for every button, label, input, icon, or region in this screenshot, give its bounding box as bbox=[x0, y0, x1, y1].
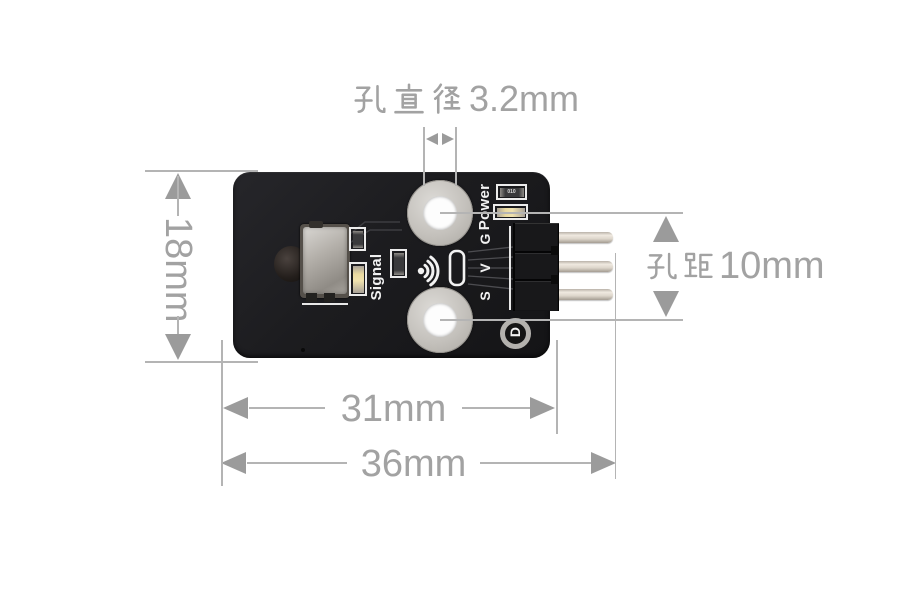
brand-logo-letter: D bbox=[507, 326, 523, 337]
dim-extension-line bbox=[614, 253, 617, 479]
arrowhead-left-icon bbox=[221, 451, 246, 474]
dim-extension-line bbox=[145, 361, 258, 363]
cjk-kong-icon bbox=[354, 84, 386, 114]
dim-total-width-value: 36mm bbox=[360, 443, 467, 485]
ir-receiver-tab bbox=[309, 221, 323, 228]
cjk-ju-icon bbox=[684, 252, 713, 278]
dim-hole-spacing-value: 10mm bbox=[719, 245, 825, 287]
ir-receiver-can bbox=[303, 227, 347, 294]
pin-label-v: V bbox=[477, 263, 493, 273]
dim-extension-line bbox=[440, 319, 683, 321]
arrowhead-down-icon bbox=[164, 334, 191, 360]
dim-board-height-value: 18mm bbox=[157, 217, 199, 323]
arrowhead-down-icon bbox=[652, 291, 679, 317]
trace-fan bbox=[467, 246, 514, 290]
dim-hole-spacing-label: 10mm bbox=[645, 247, 825, 285]
dim-hole-diameter-value: 3.2mm bbox=[469, 78, 580, 119]
arrowhead-left-icon bbox=[223, 396, 248, 419]
pin-label-s: S bbox=[477, 291, 493, 301]
dim-extension-line bbox=[455, 127, 457, 186]
pin-label-g: G bbox=[477, 233, 493, 245]
pin-header bbox=[513, 223, 559, 311]
header-silkscreen-line bbox=[509, 226, 511, 310]
arrowhead-right-icon bbox=[591, 451, 616, 474]
dim-line-segment bbox=[480, 462, 591, 464]
ir-wave-icon bbox=[417, 249, 466, 287]
dim-extension-line bbox=[440, 212, 683, 214]
arrowhead-right-icon bbox=[442, 133, 454, 145]
power-label: Power bbox=[476, 183, 493, 231]
dim-line-segment bbox=[249, 407, 325, 409]
smd-resistor bbox=[390, 249, 407, 278]
ir-receiver-silkscreen bbox=[302, 303, 348, 305]
pin-g bbox=[545, 232, 613, 243]
dim-extension-line bbox=[145, 170, 258, 172]
pin-s bbox=[545, 289, 613, 300]
smd-led-signal bbox=[349, 262, 367, 296]
dim-extension-line bbox=[221, 340, 223, 486]
brand-logo: D bbox=[499, 317, 531, 349]
cjk-jing-icon bbox=[433, 83, 461, 114]
dim-extension-line bbox=[423, 127, 425, 186]
dim-hole-diameter-label: 3.2mm bbox=[352, 79, 579, 119]
dim-line-segment bbox=[177, 176, 179, 216]
smd-led-power bbox=[493, 204, 528, 220]
smd-resistor-power: 010 bbox=[496, 184, 527, 200]
signal-label: Signal bbox=[368, 253, 385, 301]
resistor-marking: 010 bbox=[499, 187, 524, 197]
dim-pcb-width-value: 31mm bbox=[340, 388, 447, 430]
dim-line-segment bbox=[462, 407, 530, 409]
arrowhead-up-icon bbox=[652, 216, 679, 242]
pcb-board: 010 Power Signal G V S D bbox=[233, 172, 613, 358]
cjk-zhi-icon bbox=[394, 83, 424, 114]
cjk-kong-icon bbox=[647, 252, 677, 280]
smd-resistor bbox=[349, 227, 366, 251]
dim-extension-line bbox=[556, 340, 558, 434]
board-dot bbox=[301, 348, 305, 352]
arrowhead-right-icon bbox=[530, 396, 555, 419]
ir-receiver-leg bbox=[324, 293, 335, 302]
dim-line-segment bbox=[247, 462, 347, 464]
arrowhead-left-icon bbox=[426, 133, 438, 145]
ir-receiver-leg bbox=[306, 293, 317, 302]
pin-v bbox=[545, 260, 613, 272]
